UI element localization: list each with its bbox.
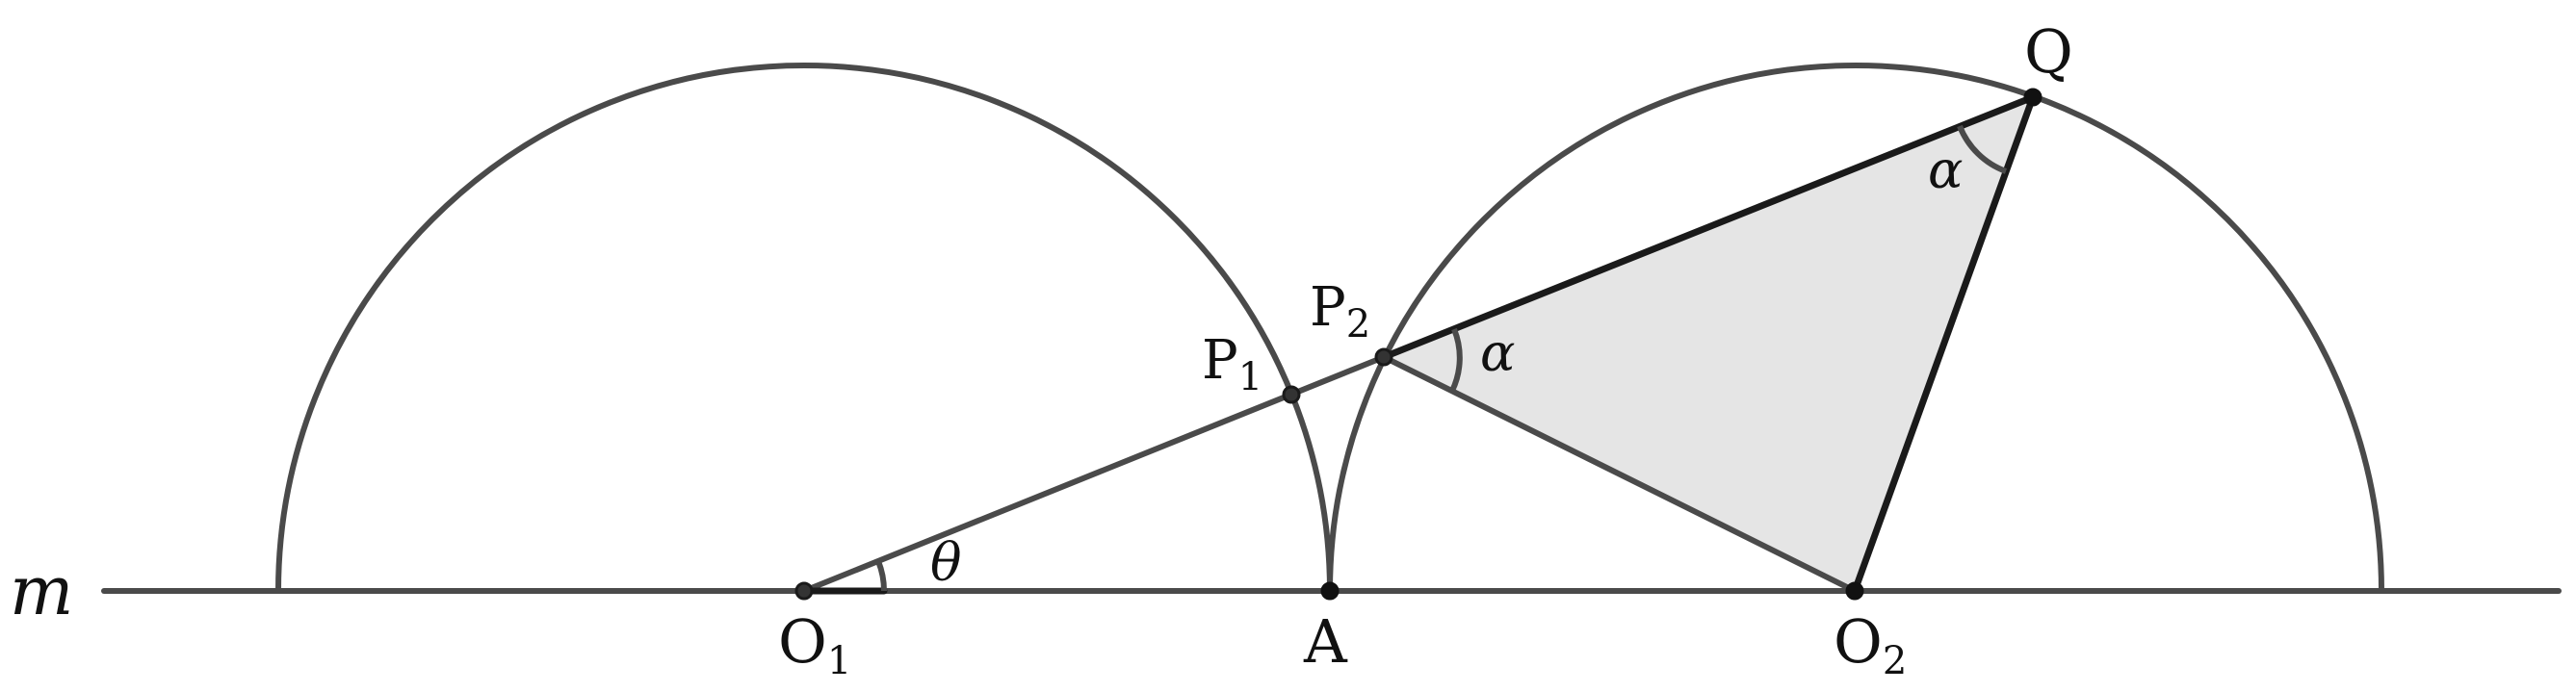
point-p2 bbox=[1374, 347, 1393, 367]
label-theta: θ bbox=[930, 532, 962, 593]
label-alpha-p2: α bbox=[1480, 322, 1515, 383]
label-a: A bbox=[1303, 606, 1348, 677]
segment-p2-o2 bbox=[1381, 354, 1858, 594]
semicircle-o2 bbox=[1327, 63, 2384, 592]
point-p1 bbox=[1282, 385, 1301, 404]
point-o2 bbox=[1845, 581, 1864, 601]
label-o1-letter: O bbox=[778, 606, 827, 677]
label-p1: P1 bbox=[1202, 329, 1262, 399]
segment-q-o2 bbox=[1851, 93, 2037, 595]
angle-theta-arc bbox=[875, 559, 888, 592]
shaded-triangle-p2-q-o2 bbox=[1384, 97, 2033, 591]
label-p1-letter: P bbox=[1202, 329, 1238, 392]
label-o1: O1 bbox=[778, 606, 851, 683]
label-p2-letter: P bbox=[1310, 276, 1346, 339]
angle-alpha-p2-arc bbox=[1449, 327, 1463, 393]
point-a bbox=[1320, 581, 1340, 601]
label-q: Q bbox=[2024, 16, 2073, 87]
angle-alpha-q-arc bbox=[1957, 124, 2008, 174]
point-o1 bbox=[794, 581, 814, 601]
segment-p2-q bbox=[1380, 93, 2037, 361]
label-o1-sub: 1 bbox=[827, 639, 851, 683]
label-o2-sub: 2 bbox=[1883, 639, 1907, 683]
label-p1-sub: 1 bbox=[1238, 355, 1262, 399]
point-q bbox=[2023, 88, 2043, 107]
label-p2-sub: 2 bbox=[1346, 302, 1370, 346]
label-o2: O2 bbox=[1834, 606, 1907, 683]
label-o2-letter: O bbox=[1834, 606, 1883, 677]
label-line-m: m bbox=[10, 551, 73, 630]
semicircle-o1 bbox=[275, 63, 1333, 592]
label-alpha-q: α bbox=[1928, 140, 1963, 200]
label-p2: P2 bbox=[1310, 276, 1370, 346]
